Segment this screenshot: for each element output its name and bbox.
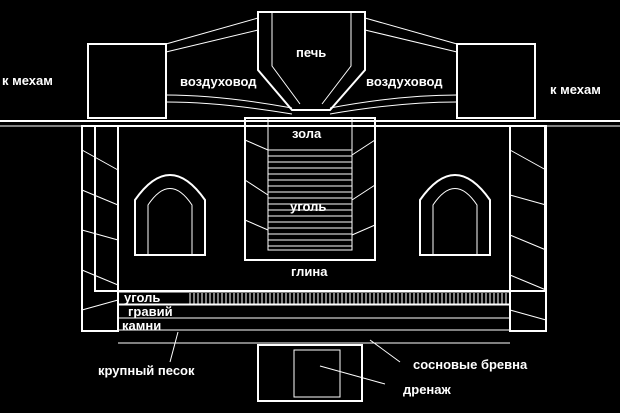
label-coal-shaft: уголь <box>290 199 326 214</box>
right-arch <box>419 174 491 256</box>
left-bellows <box>87 43 167 119</box>
label-coarse-sand: крупный песок <box>98 363 195 378</box>
label-furnace: печь <box>296 45 326 60</box>
label-air-duct-right: воздуховод <box>366 74 443 89</box>
label-bellows-left: к мехам <box>2 73 53 88</box>
label-ash: зола <box>292 126 322 141</box>
left-stone-wall <box>81 125 119 332</box>
label-clay: глина <box>291 264 328 279</box>
label-drainage: дренаж <box>403 382 452 397</box>
label-pine-logs: сосновые бревна <box>413 357 528 372</box>
right-bellows <box>456 43 536 119</box>
furnace-body <box>257 11 366 111</box>
label-bellows-right: к мехам <box>550 82 601 97</box>
label-air-duct-left: воздуховод <box>180 74 257 89</box>
right-stone-wall <box>509 125 547 332</box>
drainage-box <box>257 344 363 402</box>
stones-layer <box>118 317 510 331</box>
gravel-layer <box>117 304 511 319</box>
coal-hatching <box>268 149 352 247</box>
left-arch <box>134 174 206 256</box>
label-coal-layer: уголь <box>124 290 160 305</box>
label-stones: камни <box>122 318 161 333</box>
label-gravel: гравий <box>128 304 173 319</box>
diagram-lines <box>0 11 620 402</box>
